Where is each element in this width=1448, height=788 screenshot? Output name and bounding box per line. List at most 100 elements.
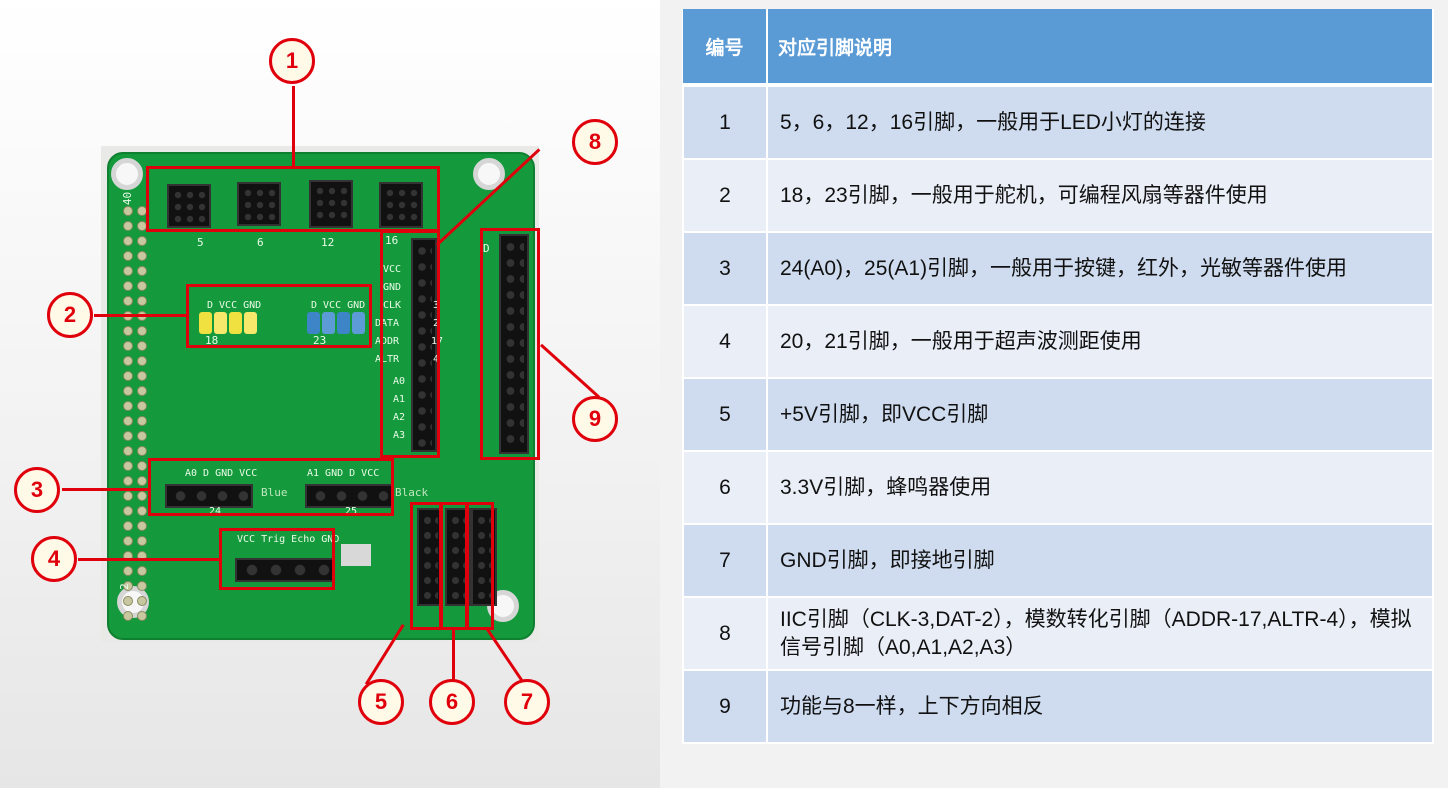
vcc-header (417, 508, 443, 606)
highlight-box-6 (440, 502, 468, 630)
blue-jumper (337, 312, 350, 334)
side-label: CLK (383, 300, 402, 311)
leader-line-6 (452, 630, 455, 680)
3v3-header (445, 508, 471, 606)
ultrasonic-header (235, 558, 335, 582)
mounting-hole (473, 158, 505, 190)
row-description: 3.3V引脚，蜂鸣器使用 (766, 450, 1434, 525)
led-header (167, 184, 211, 228)
row-id: 7 (682, 523, 768, 598)
table-row: 2 18，23引脚，一般用于舵机，可编程风扇等器件使用 (682, 158, 1434, 233)
side-number: 3 (433, 300, 440, 311)
header-description: 对应引脚说明 (767, 9, 1434, 87)
ultrasonic-label: VCC Trig Echo GND (237, 534, 340, 545)
highlight-box-2 (186, 284, 372, 348)
edge-label-40: 40 (121, 191, 135, 206)
leader-line-3 (62, 488, 148, 491)
row-id: 8 (682, 596, 768, 671)
highlight-box-8 (380, 230, 440, 458)
side-number: 2 (433, 318, 440, 329)
callout-2: 2 (47, 292, 93, 338)
table-header-row: 编号 对应引脚说明 (683, 9, 1434, 87)
table-row: 7 GND引脚，即接地引脚 (682, 523, 1434, 598)
led-pin-label: 12 (321, 236, 335, 249)
pcb-board: 40 2 5 6 12 16 D VCC GND D VCC GND 18 23… (107, 152, 535, 640)
row-description: 24(A0)，25(A1)引脚，一般用于按键，红外，光敏等器件使用 (766, 231, 1434, 306)
servo-pin-18: 18 (205, 334, 219, 347)
row-id: 9 (682, 669, 768, 744)
side-label: A1 (393, 394, 406, 405)
highlight-box-3 (148, 458, 394, 516)
highlight-box-7 (466, 502, 494, 630)
side-label: ADDR (375, 336, 400, 347)
servo-pin-23: 23 (313, 334, 327, 347)
row-description: GND引脚，即接地引脚 (766, 523, 1434, 598)
row-id: 1 (682, 84, 768, 160)
sensor-label-b: A1 GND D VCC (307, 468, 380, 479)
side-label: DATA (375, 318, 400, 329)
callout-1: 1 (269, 38, 315, 84)
row-description: 5，6，12，16引脚，一般用于LED小灯的连接 (766, 84, 1434, 160)
side-label: GND (383, 282, 402, 293)
sensor-header (165, 484, 253, 508)
side-number: 4 (433, 354, 440, 365)
callout-4: 4 (31, 536, 77, 582)
led-header (309, 180, 353, 228)
row-description: 18，23引脚，一般用于舵机，可编程风扇等器件使用 (766, 158, 1434, 233)
buzzer-pad (341, 544, 371, 566)
sensor-pin-25: 25 (345, 506, 358, 517)
blue-jumper (322, 312, 335, 334)
table-row: 3 24(A0)，25(A1)引脚，一般用于按键，红外，光敏等器件使用 (682, 231, 1434, 306)
board-diagram: 40 2 5 6 12 16 D VCC GND D VCC GND 18 23… (0, 0, 660, 788)
row-id: 6 (682, 450, 768, 525)
pin-description-table: 编号 对应引脚说明 1 5，6，12，16引脚，一般用于LED小灯的连接 2 1… (682, 9, 1434, 744)
row-description: 20，21引脚，一般用于超声波测距使用 (766, 304, 1434, 379)
led-header (379, 182, 423, 228)
led-pin-label: 5 (197, 236, 204, 249)
yellow-jumper (199, 312, 212, 334)
reverse-header (499, 234, 529, 454)
table-row: 5 +5V引脚，即VCC引脚 (682, 377, 1434, 452)
mounting-hole (111, 158, 143, 190)
gpio-pin-strip (137, 206, 147, 626)
table-row: 8 IIC引脚（CLK-3,DAT-2），模数转化引脚（ADDR-17,ALTR… (682, 596, 1434, 671)
side-label: ALTR (375, 354, 400, 365)
highlight-box-1 (146, 166, 440, 232)
black-label: Black (395, 486, 429, 499)
row-id: 5 (682, 377, 768, 452)
iic-analog-header (411, 238, 437, 452)
yellow-jumper (229, 312, 242, 334)
row-id: 2 (682, 158, 768, 233)
servo-label-b: D VCC GND (311, 300, 366, 311)
blue-jumper (352, 312, 365, 334)
led-pin-label: 16 (385, 234, 399, 247)
callout-5: 5 (358, 679, 404, 725)
side-label: A0 (393, 376, 406, 387)
row-id: 3 (682, 231, 768, 306)
highlight-box-9 (480, 228, 540, 460)
leader-line-9 (540, 343, 600, 399)
callout-3: 3 (14, 467, 60, 513)
table-row: 1 5，6，12，16引脚，一般用于LED小灯的连接 (682, 84, 1434, 160)
table-row: 9 功能与8一样，上下方向相反 (682, 669, 1434, 744)
highlight-box-4 (219, 528, 335, 590)
blue-jumper (307, 312, 320, 334)
d-label: D (483, 242, 490, 255)
side-label: A2 (393, 412, 406, 423)
row-description: +5V引脚，即VCC引脚 (766, 377, 1434, 452)
highlight-box-5 (410, 502, 442, 630)
leader-line-1 (292, 86, 295, 166)
sensor-label-a: A0 D GND VCC (185, 468, 258, 479)
side-label: VCC (383, 264, 402, 275)
row-description: 功能与8一样，上下方向相反 (766, 669, 1434, 744)
led-pin-label: 6 (257, 236, 264, 249)
yellow-jumper (214, 312, 227, 334)
callout-7: 7 (504, 679, 550, 725)
servo-label-a: D VCC GND (207, 300, 262, 311)
leader-line-2 (94, 314, 186, 317)
table-row: 6 3.3V引脚，蜂鸣器使用 (682, 450, 1434, 525)
table-row: 4 20，21引脚，一般用于超声波测距使用 (682, 304, 1434, 379)
callout-9: 9 (572, 396, 618, 442)
led-header (237, 182, 281, 226)
blue-label: Blue (261, 486, 288, 499)
